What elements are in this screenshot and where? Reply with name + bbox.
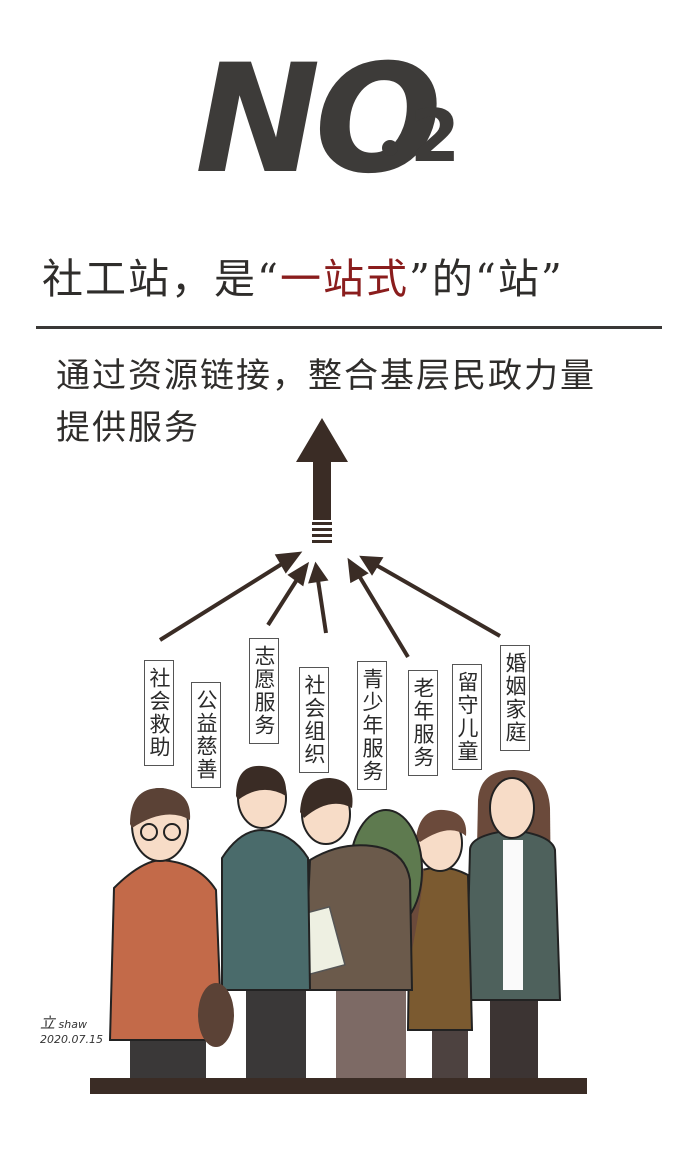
tag-marriage-family: 婚姻家庭 (500, 645, 531, 751)
headline-part1: 社工站，是“ (42, 255, 280, 303)
tag-social-organization: 社会组织 (299, 667, 330, 773)
person-man-backpack (282, 778, 423, 1078)
tag-volunteer-service: 志愿服务 (249, 638, 280, 744)
person-man-teal (221, 765, 312, 1078)
tag-youth-service: 青少年服务 (357, 661, 388, 790)
tag-public-welfare: 公益慈善 (191, 682, 222, 788)
signature-name: shaw (58, 1018, 87, 1031)
converging-arrows-icon (158, 551, 501, 659)
headline: 社工站，是“一站式”的“站” (42, 245, 564, 305)
headline-part2: ”的“站” (408, 255, 564, 303)
signature-mark: 立 (40, 1014, 56, 1032)
headline-emphasis: 一站式 (279, 255, 409, 303)
subtitle: 通过资源链接，整合基层民政力量 提供服务 (56, 350, 666, 454)
tag-left-behind-children: 留守儿童 (452, 664, 483, 770)
title-no: NO (195, 33, 442, 207)
ground-bar (90, 1078, 587, 1094)
title-dot (382, 140, 398, 156)
up-arrow-icon (296, 418, 348, 543)
divider (36, 326, 662, 329)
person-man-glasses (108, 788, 234, 1078)
title-number: 2 (410, 94, 461, 178)
tag-social-assistance: 社会救助 (144, 660, 175, 766)
subtitle-line2: 提供服务 (56, 408, 200, 448)
subtitle-line1: 通过资源链接，整合基层民政力量 (56, 356, 596, 396)
tag-elderly-service: 老年服务 (408, 670, 439, 776)
signature-date: 2020.07.15 (40, 1033, 103, 1046)
artist-signature: 立 shaw 2020.07.15 (40, 1012, 103, 1046)
person-woman-right (464, 770, 562, 1078)
